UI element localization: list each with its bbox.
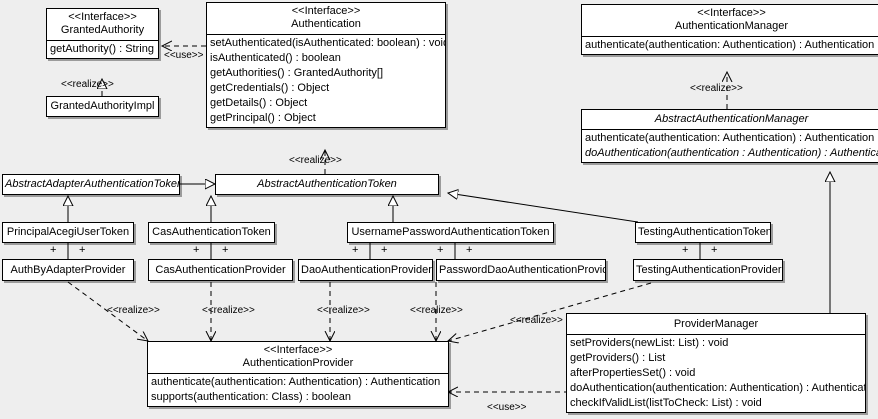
class-name: AbstractAuthenticationManager	[654, 113, 809, 125]
label-use-granted-authority: <<use>>	[164, 50, 204, 61]
class-name: UsernamePasswordAuthenticationToken	[351, 226, 550, 238]
class-name: CasAuthenticationToken	[152, 226, 271, 238]
operation-row: authenticate(authentication: Authenticat…	[585, 132, 875, 144]
link-testing-token-extends	[448, 193, 639, 223]
class-dao-authentication-provider[interactable]: DaoAuthenticationProvider	[298, 259, 433, 281]
class-name: GrantedAuthority	[60, 24, 145, 36]
class-name: AuthenticationManager	[674, 20, 789, 32]
assoc-marker-acegi-right: +	[79, 244, 86, 256]
class-name: PrincipalAcegiUserToken	[6, 226, 130, 238]
assoc-marker-upat-left: +	[352, 244, 359, 256]
assoc-marker-upat-right: +	[381, 244, 388, 256]
compartment-divider	[47, 40, 158, 41]
class-name: CasAuthenticationProvider	[155, 264, 286, 276]
class-name: ProviderManager	[673, 318, 759, 330]
class-name: PasswordDaoAuthenticationProvider	[439, 264, 605, 276]
class-granted-authority[interactable]: <<Interface>> GrantedAuthority getAuthor…	[46, 8, 159, 59]
operation-row: isAuthenticated() : boolean	[210, 52, 341, 64]
operations-compartment: setProviders(newList: List) : void getPr…	[567, 335, 865, 412]
class-principal-acegi-user-token[interactable]: PrincipalAcegiUserToken	[2, 222, 134, 243]
operations-compartment: getAuthority() : String	[47, 41, 158, 58]
assoc-marker-acegi-left: +	[50, 244, 57, 256]
class-name: Authentication	[291, 18, 361, 30]
operation-row: getAuthorities() : GrantedAuthority[]	[210, 67, 384, 79]
class-abstract-authentication-token[interactable]: AbstractAuthenticationToken	[215, 174, 439, 195]
label-realize-provider-manager: <<realize>>	[510, 315, 563, 326]
label-realize-abstract-authentication-manager: <<realize>>	[690, 83, 743, 94]
label-realize-cas-provider: <<realize>>	[202, 305, 255, 316]
assoc-marker-upat-right2: +	[466, 244, 473, 256]
class-abstract-authentication-manager[interactable]: AbstractAuthenticationManager authentica…	[581, 109, 878, 163]
class-stereotype: <<Interface>>	[68, 11, 137, 23]
class-stereotype: <<Interface>>	[697, 7, 766, 19]
label-realize-abstract-authentication-token: <<realize>>	[289, 155, 342, 166]
operation-row: authenticate(authentication: Authenticat…	[585, 39, 875, 51]
operation-row: doAuthentication(authentication: Authent…	[570, 382, 865, 394]
class-testing-authentication-token[interactable]: TestingAuthenticationToken	[635, 222, 771, 243]
operation-row: afterPropertiesSet() : void	[570, 367, 696, 379]
operation-row: doAuthentication(authentication : Authen…	[585, 147, 878, 159]
operation-row: setProviders(newList: List) : void	[570, 337, 729, 349]
label-realize-password-dao-provider: <<realize>>	[410, 305, 463, 316]
compartment-divider	[582, 36, 878, 37]
label-realize-auth-by-adapter: <<realize>>	[107, 305, 160, 316]
label-use-provider-manager: <<use>>	[487, 402, 527, 413]
class-cas-authentication-token[interactable]: CasAuthenticationToken	[148, 222, 275, 243]
compartment-divider	[567, 334, 865, 335]
class-name: TestingAuthenticationToken	[638, 226, 770, 238]
assoc-marker-testing-left: +	[682, 244, 689, 256]
compartment-divider	[207, 34, 445, 35]
operation-row: checkIfValidList(listToCheck: List) : vo…	[570, 397, 762, 409]
compartment-divider	[148, 373, 448, 374]
operations-compartment: authenticate(authentication: Authenticat…	[582, 37, 878, 54]
label-realize-granted-authority-impl: <<realize>>	[61, 79, 114, 90]
class-name: TestingAuthenticationProvider	[636, 264, 782, 276]
operations-compartment: authenticate(authentication: Authenticat…	[148, 374, 448, 406]
operation-row: supports(authentication: Class) : boolea…	[151, 391, 351, 403]
operation-row: authenticate(authentication: Authenticat…	[151, 376, 441, 388]
class-abstract-adapter-authentication-token[interactable]: AbstractAdapterAuthenticationToken	[2, 174, 180, 195]
class-authentication[interactable]: <<Interface>> Authentication setAuthenti…	[206, 2, 446, 128]
class-authentication-manager[interactable]: <<Interface>> AuthenticationManager auth…	[581, 4, 878, 55]
class-name: DaoAuthenticationProvider	[301, 264, 432, 276]
class-username-password-authentication-token[interactable]: UsernamePasswordAuthenticationToken	[347, 222, 554, 243]
class-stereotype: <<Interface>>	[291, 5, 361, 17]
operation-row: getDetails() : Object	[210, 97, 308, 109]
class-stereotype: <<Interface>>	[263, 344, 333, 356]
class-name: AuthByAdapterProvider	[10, 264, 126, 276]
class-password-dao-authentication-provider[interactable]: PasswordDaoAuthenticationProvider	[436, 259, 606, 281]
compartment-divider	[582, 129, 878, 130]
operations-compartment: authenticate(authentication: Authenticat…	[582, 130, 878, 162]
class-testing-authentication-provider[interactable]: TestingAuthenticationProvider	[633, 259, 783, 281]
class-name: AuthenticationProvider	[242, 357, 354, 369]
assoc-marker-cas-left: +	[193, 244, 200, 256]
class-name: AbstractAdapterAuthenticationToken	[5, 178, 179, 190]
class-name: AbstractAuthenticationToken	[257, 178, 397, 190]
operation-row: getProviders() : List	[570, 352, 666, 364]
operations-compartment: setAuthenticated(isAuthenticated: boolea…	[207, 35, 445, 127]
class-auth-by-adapter-provider[interactable]: AuthByAdapterProvider	[2, 259, 134, 281]
operation-row: setAuthenticated(isAuthenticated: boolea…	[210, 37, 445, 49]
assoc-marker-testing-right: +	[711, 244, 718, 256]
assoc-marker-upat-left2: +	[437, 244, 444, 256]
class-name: GrantedAuthorityImpl	[50, 100, 155, 112]
class-authentication-provider[interactable]: <<Interface>> AuthenticationProvider aut…	[147, 341, 449, 407]
operation-row: getCredentials() : Object	[210, 82, 330, 94]
assoc-marker-cas-right: +	[222, 244, 229, 256]
operation-row: getPrincipal() : Object	[210, 112, 316, 124]
label-realize-dao-provider: <<realize>>	[317, 305, 370, 316]
operation-row: getAuthority() : String	[50, 43, 154, 55]
class-cas-authentication-provider[interactable]: CasAuthenticationProvider	[148, 259, 293, 281]
class-granted-authority-impl[interactable]: GrantedAuthorityImpl	[46, 96, 159, 117]
class-provider-manager[interactable]: ProviderManager setProviders(newList: Li…	[566, 313, 866, 413]
